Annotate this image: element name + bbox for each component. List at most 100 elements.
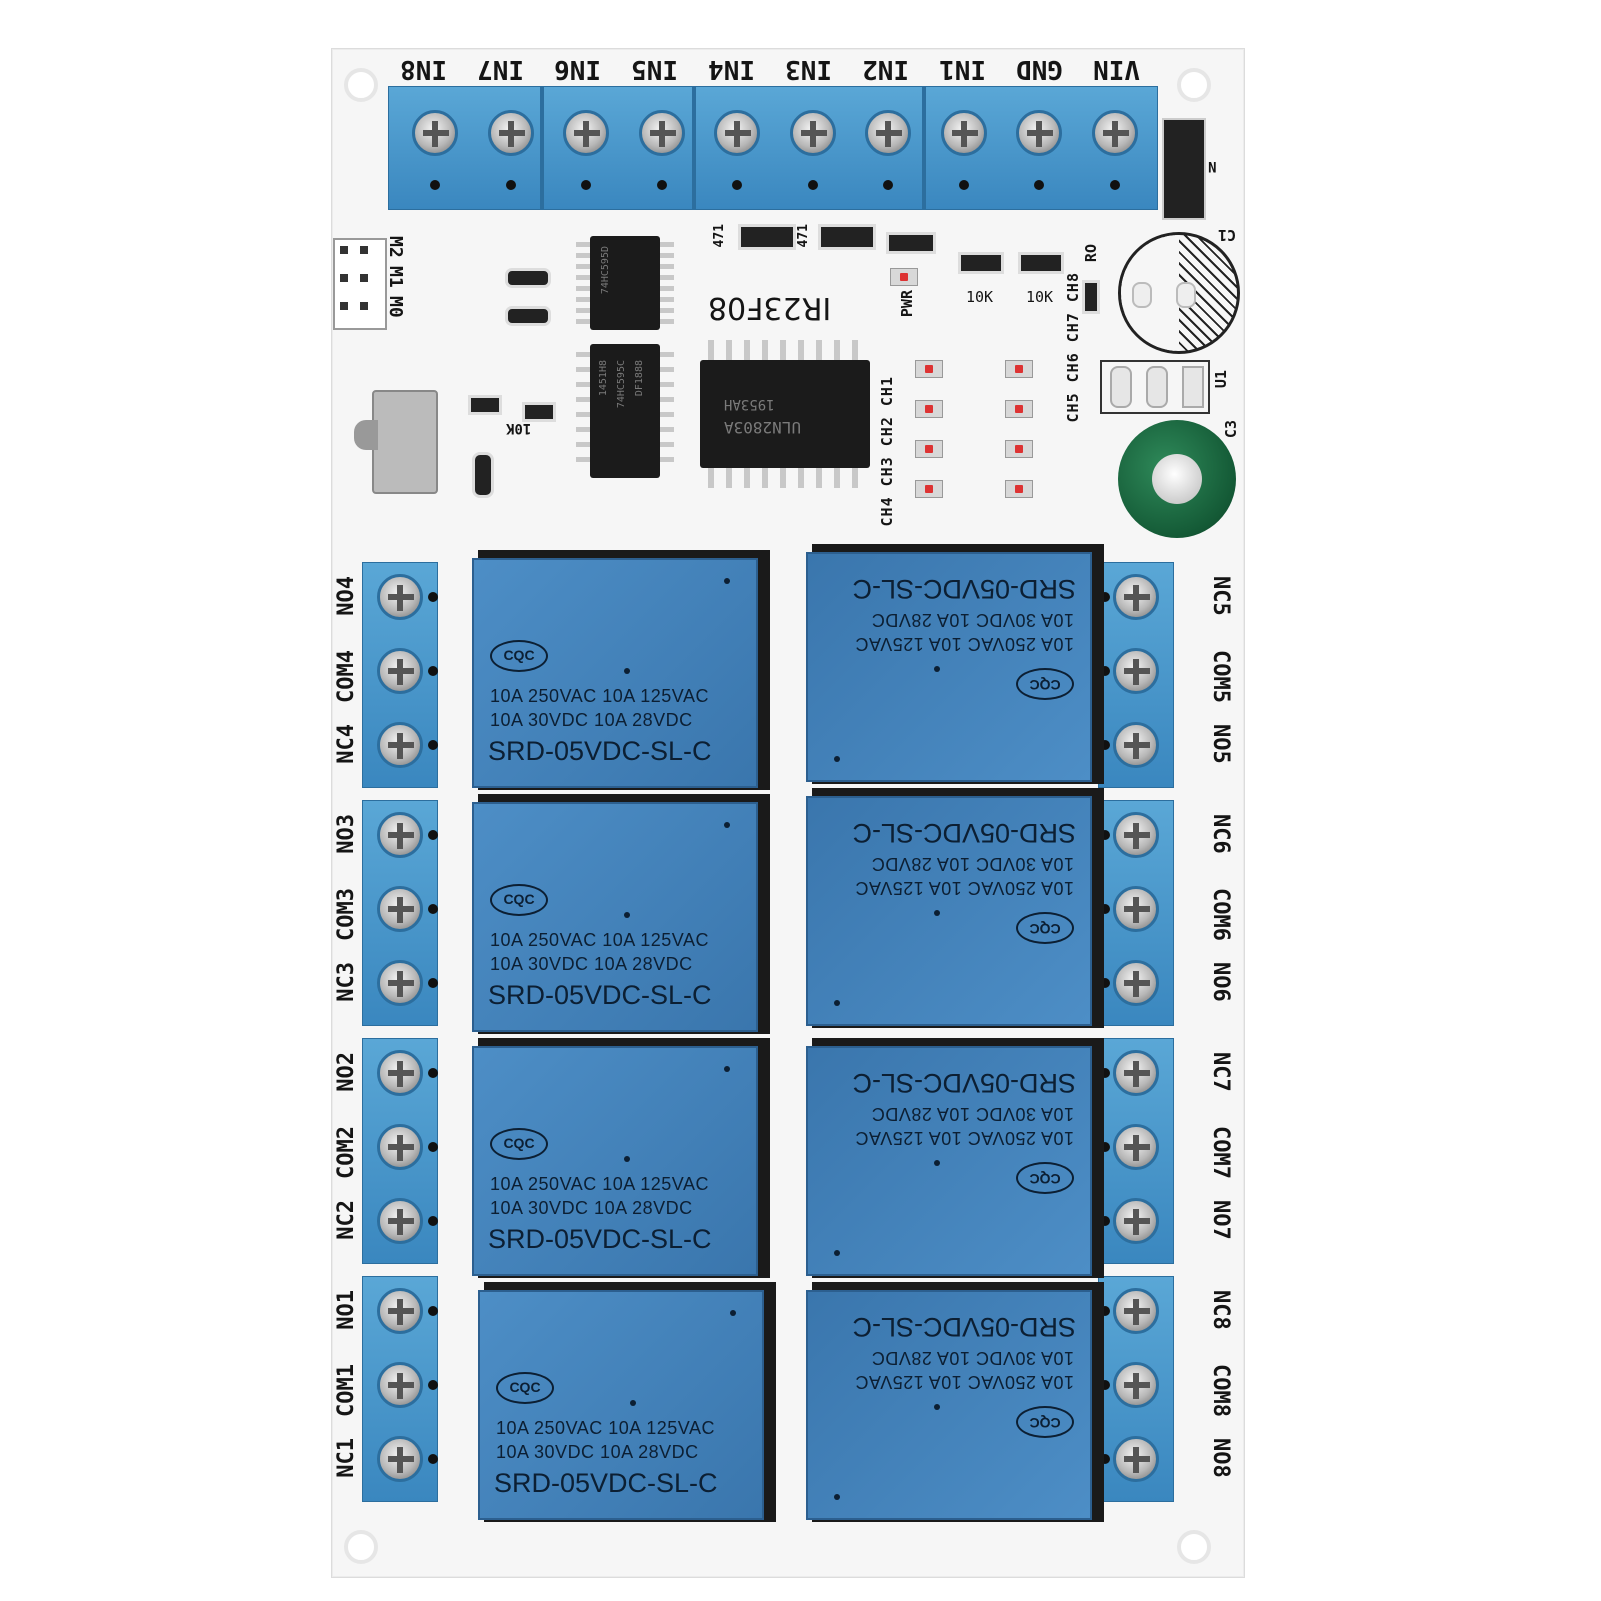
- mounting-hole-bottom-left: [344, 1530, 378, 1564]
- electrolytic-capacitor: [1118, 420, 1236, 538]
- input-terminal-screw[interactable]: [1091, 110, 1138, 156]
- channel-led: [1005, 400, 1033, 418]
- terminal-hole: [1100, 904, 1110, 914]
- relay-terminal-screw-com8[interactable]: [1113, 1362, 1159, 1408]
- input-terminal-screw[interactable]: [487, 110, 534, 156]
- terminal-label-com3: COM3: [334, 888, 359, 941]
- channel-labels-right: CH5 CH6 CH7 CH8: [1064, 272, 1082, 423]
- relay-terminal-screw-com6[interactable]: [1113, 886, 1159, 932]
- board-model-label: IR23F08: [708, 290, 832, 325]
- terminal-hole: [428, 592, 438, 602]
- smd-resistor: [468, 395, 502, 415]
- relay-terminal-screw-no1[interactable]: [377, 1288, 423, 1334]
- c1-label: C1: [1218, 226, 1237, 244]
- relay-brand-logo: CQC: [1016, 668, 1074, 700]
- terminal-hole: [883, 180, 893, 190]
- u1-label: U1: [1212, 370, 1230, 389]
- input-terminal-screw[interactable]: [1016, 110, 1062, 156]
- relay-terminal-screw-nc8[interactable]: [1113, 1288, 1159, 1334]
- terminal-label-com5: COM5: [1208, 650, 1233, 703]
- input-terminal-screw[interactable]: [789, 110, 836, 156]
- terminal-label-nc2: NC2: [334, 1200, 359, 1240]
- relay-terminal-screw-com1[interactable]: [377, 1362, 423, 1408]
- relay-terminal-screw-no5[interactable]: [1113, 722, 1159, 768]
- input-label-gnd: GND: [1016, 54, 1063, 84]
- terminal-label-nc8: NC8: [1208, 1290, 1233, 1330]
- relay-terminal-screw-nc3[interactable]: [377, 960, 423, 1006]
- terminal-label-no3: NO3: [334, 814, 359, 854]
- terminal-hole: [1100, 1306, 1110, 1316]
- input-label-in3: IN3: [785, 54, 832, 84]
- power-jumper[interactable]: [1162, 118, 1206, 220]
- relay-terminal-screw-nc4[interactable]: [377, 722, 423, 768]
- relay-terminal-screw-com5[interactable]: [1113, 648, 1159, 694]
- terminal-hole: [1109, 180, 1120, 190]
- relay-brand-logo: CQC: [496, 1372, 554, 1404]
- terminal-hole: [732, 180, 742, 190]
- relay-terminal-screw-com3[interactable]: [377, 886, 423, 932]
- relay-terminal-screw-nc1[interactable]: [377, 1436, 423, 1482]
- relay-model: SRD-05VDC-SL-C: [852, 1312, 1076, 1342]
- channel-led: [915, 440, 943, 458]
- relay-terminal-screw-nc2[interactable]: [377, 1198, 423, 1244]
- relay-terminal-screw-no3[interactable]: [377, 812, 423, 858]
- relay-rating-ac: 10A 250VAC 10A 125VAC: [490, 930, 709, 950]
- input-label-in4: IN4: [708, 54, 755, 84]
- relay-rating-dc: 10A 30VDC 10A 28VDC: [490, 710, 693, 730]
- terminal-hole: [1100, 1216, 1110, 1226]
- relay-terminal-screw-com2[interactable]: [377, 1124, 423, 1170]
- relay-terminal-screw-no6[interactable]: [1113, 960, 1159, 1006]
- relay-terminal-screw-nc7[interactable]: [1113, 1050, 1159, 1096]
- terminal-label-no4: NO4: [334, 576, 359, 616]
- terminal-label-no5: NO5: [1208, 724, 1233, 764]
- relay-terminal-screw-nc6[interactable]: [1113, 812, 1159, 858]
- smd-capacitor: [505, 306, 551, 326]
- terminal-label-com4: COM4: [334, 650, 359, 703]
- input-terminal-screw[interactable]: [940, 110, 987, 156]
- terminal-hole: [428, 1380, 438, 1390]
- terminal-hole: [428, 1216, 438, 1226]
- terminal-hole: [1100, 1068, 1110, 1078]
- smd-resistor-471: [818, 224, 876, 250]
- smd-capacitor: [472, 452, 494, 498]
- relay-terminal-screw-no8[interactable]: [1113, 1436, 1159, 1482]
- n-label: N: [1208, 158, 1217, 174]
- terminal-hole: [1100, 666, 1110, 676]
- power-led: [890, 268, 918, 286]
- channel-led: [1005, 480, 1033, 498]
- input-terminal-screw[interactable]: [638, 110, 685, 156]
- terminal-hole: [505, 180, 516, 190]
- terminal-hole: [428, 1068, 438, 1078]
- res-label-471-a: 471: [712, 224, 727, 248]
- input-label-in5: IN5: [631, 54, 678, 84]
- relay-terminal-screw-no2[interactable]: [377, 1050, 423, 1096]
- input-label-in6: IN6: [554, 54, 601, 84]
- terminal-hole: [428, 1454, 438, 1464]
- shift-register-chip-b: 1451H8 74HC595C DF1888: [590, 344, 660, 478]
- input-terminal-screw[interactable]: [412, 110, 458, 156]
- terminal-hole: [428, 904, 438, 914]
- mounting-hole-bottom-right: [1177, 1530, 1211, 1564]
- pwr-label: PWR: [898, 290, 916, 318]
- terminal-label-nc7: NC7: [1208, 1052, 1233, 1092]
- jumper-label-m0: M0: [385, 296, 406, 318]
- input-label-in1: IN1: [939, 54, 986, 84]
- terminal-hole: [1100, 592, 1110, 602]
- relay-terminal-screw-no7[interactable]: [1113, 1198, 1159, 1244]
- relay-rating-dc: 10A 30VDC 10A 28VDC: [496, 1442, 699, 1462]
- terminal-label-com8: COM8: [1208, 1364, 1233, 1417]
- res-label-10k: 10K: [506, 420, 532, 436]
- relay-terminal-screw-no4[interactable]: [377, 574, 423, 620]
- input-terminal-screw[interactable]: [563, 110, 609, 156]
- input-terminal-screw[interactable]: [865, 110, 911, 156]
- terminal-hole: [1100, 1142, 1110, 1152]
- relay-terminal-screw-nc5[interactable]: [1113, 574, 1159, 620]
- relay-terminal-screw-com4[interactable]: [377, 648, 423, 694]
- terminal-label-nc4: NC4: [334, 724, 359, 764]
- shift-register-chip-a: 74HC595D: [590, 236, 660, 330]
- input-terminal-screw[interactable]: [714, 110, 760, 156]
- relay-terminal-screw-com7[interactable]: [1113, 1124, 1159, 1170]
